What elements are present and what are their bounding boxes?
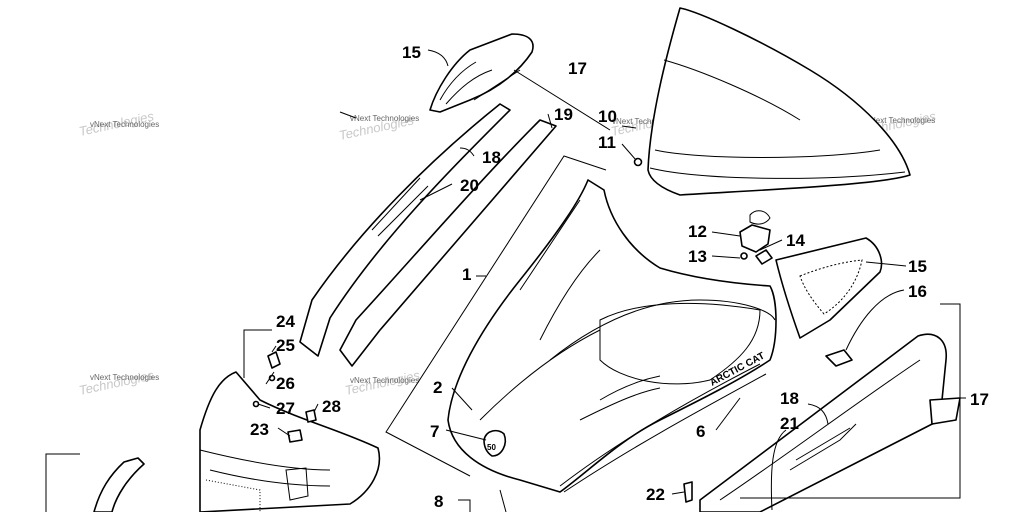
callout-16: 16 xyxy=(908,282,927,301)
callout-23: 23 xyxy=(250,420,269,439)
clip-part xyxy=(825,349,853,367)
windshield xyxy=(647,7,911,196)
callout-18: 18 xyxy=(482,148,501,167)
callout-12: 12 xyxy=(688,222,707,241)
watermark-text: vNext Technologies xyxy=(350,376,419,385)
svg-text:Technologies: Technologies xyxy=(78,367,156,398)
watermark-text: vNext Technologies xyxy=(90,373,159,382)
hood xyxy=(447,179,777,493)
callout-28: 28 xyxy=(322,397,341,416)
watermark-text: vNext Technologies xyxy=(612,117,681,126)
grommet-part xyxy=(633,157,643,167)
callout-8: 8 xyxy=(434,492,443,511)
callout-17: 17 xyxy=(970,390,989,409)
callout-25: 25 xyxy=(276,336,295,355)
callout-26: 26 xyxy=(276,374,295,393)
screw-part xyxy=(683,481,693,503)
callout-6: 6 xyxy=(696,422,705,441)
fastener-part xyxy=(287,429,303,443)
callout-17: 17 xyxy=(568,59,587,78)
trim-strip-inner xyxy=(339,119,557,367)
callout-18: 18 xyxy=(780,389,799,408)
callout-labels: 15 17 19 18 20 1 2 7 8 10 11 12 13 14 15… xyxy=(250,43,989,511)
badge-number: 50 xyxy=(487,443,496,452)
strap-part xyxy=(93,457,145,512)
callout-27: 27 xyxy=(276,399,295,418)
callout-20: 20 xyxy=(460,176,479,195)
side-vent-panel-right xyxy=(775,237,883,339)
watermark-text: vNext Technologies xyxy=(866,116,935,125)
callout-1: 1 xyxy=(462,265,471,284)
callout-14: 14 xyxy=(786,231,805,250)
callout-13: 13 xyxy=(688,247,707,266)
callout-2: 2 xyxy=(433,378,442,397)
callout-24: 24 xyxy=(276,312,295,331)
callout-15: 15 xyxy=(402,43,421,62)
callout-19: 19 xyxy=(554,105,573,124)
callout-10: 10 xyxy=(598,107,617,126)
fastener-part xyxy=(305,409,317,423)
callout-7: 7 xyxy=(430,422,439,441)
watermark-text: vNext Technologies xyxy=(350,114,419,123)
hood-badge: 50 xyxy=(483,429,507,457)
callout-15: 15 xyxy=(908,257,927,276)
mounting-bracket xyxy=(739,210,773,265)
callout-22: 22 xyxy=(646,485,665,504)
callout-11: 11 xyxy=(598,133,616,152)
lower-side-panel-right xyxy=(699,333,961,512)
callout-21: 21 xyxy=(780,414,799,433)
side-vent-panel-left xyxy=(429,33,534,113)
trim-strip-outer xyxy=(299,103,511,357)
fastener-part xyxy=(252,400,260,408)
leader-lines xyxy=(45,49,966,512)
watermark-text: vNext Technologies xyxy=(90,120,159,129)
fastener-part xyxy=(267,351,281,369)
